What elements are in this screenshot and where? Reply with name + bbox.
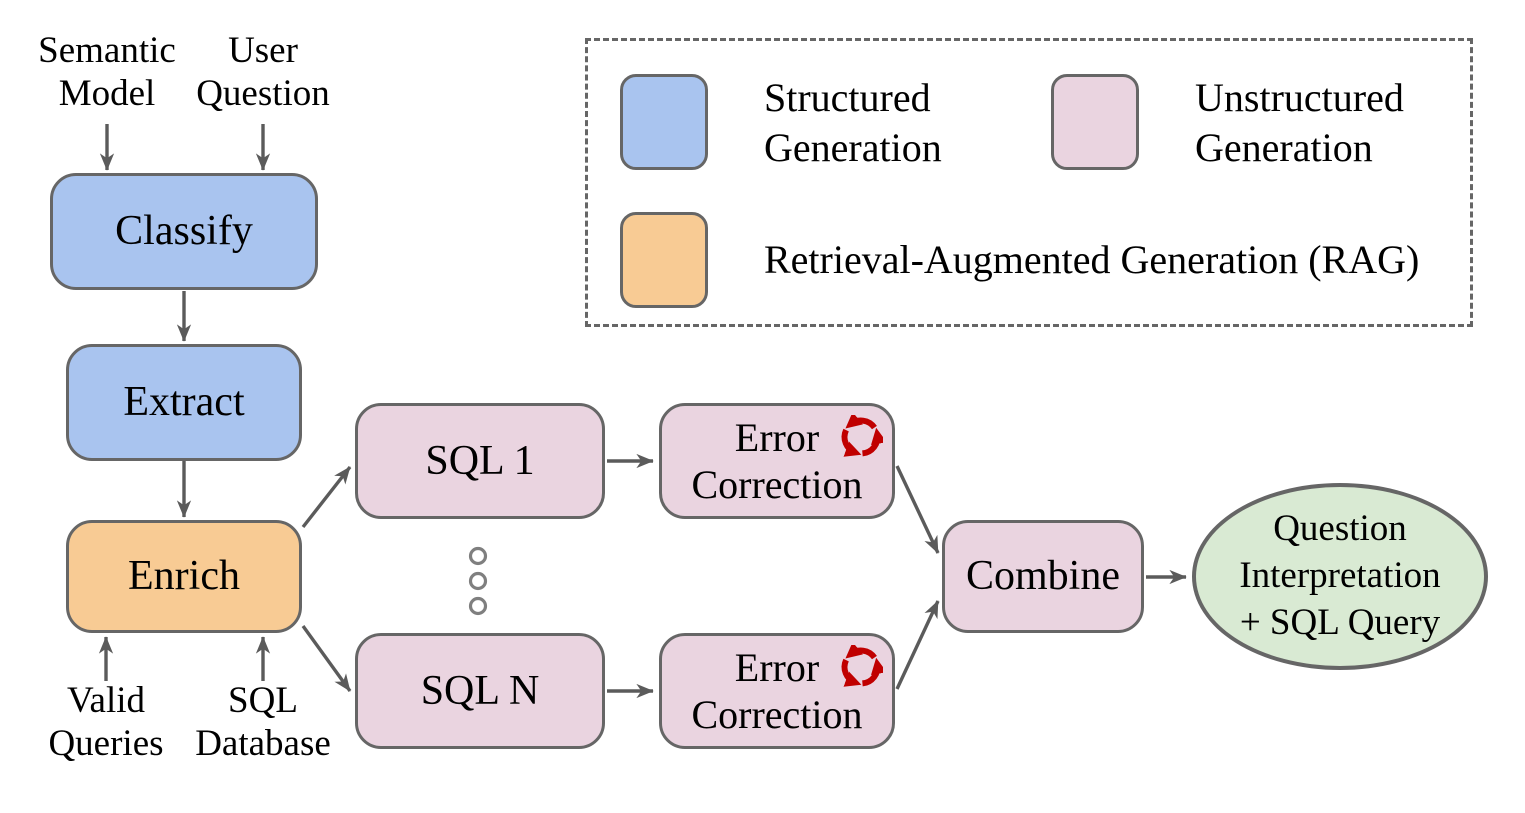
arrow-enrich-to-sql1 — [301, 465, 352, 529]
legend-swatch-unstructured — [1051, 74, 1139, 170]
node-error-correction-1: Error Correction — [659, 403, 895, 519]
arrow-enrich-to-sqln — [301, 625, 352, 692]
node-sql-1: SQL 1 — [355, 403, 605, 519]
arrow-error-correction-1-to-combine — [895, 465, 940, 554]
error-loop-icon — [841, 415, 883, 457]
legend-label-unstructured: Unstructured Generation — [1195, 75, 1404, 170]
input-label-user-question: User Question — [196, 30, 330, 114]
input-label-semantic-model: Semantic Model — [38, 30, 176, 114]
ellipsis-dots-icon — [468, 546, 488, 616]
node-combine: Combine — [942, 520, 1144, 633]
legend-box: Structured Generation Unstructured Gener… — [585, 38, 1473, 327]
legend-swatch-rag — [620, 212, 708, 308]
input-label-valid-queries: Valid Queries — [48, 680, 164, 764]
legend-label-structured: Structured Generation — [764, 75, 942, 170]
node-output-ellipse: Question Interpretation + SQL Query — [1192, 483, 1488, 670]
input-label-sql-database: SQL Database — [195, 680, 331, 764]
legend-label-rag: Retrieval-Augmented Generation (RAG) — [764, 237, 1420, 282]
node-classify: Classify — [50, 173, 318, 290]
node-sql-n: SQL N — [355, 633, 605, 749]
error-loop-icon — [841, 645, 883, 687]
node-enrich: Enrich — [66, 520, 302, 633]
node-extract: Extract — [66, 344, 302, 461]
arrow-error-correction-2-to-combine — [895, 600, 940, 690]
legend-swatch-structured — [620, 74, 708, 170]
node-error-correction-2: Error Correction — [659, 633, 895, 749]
